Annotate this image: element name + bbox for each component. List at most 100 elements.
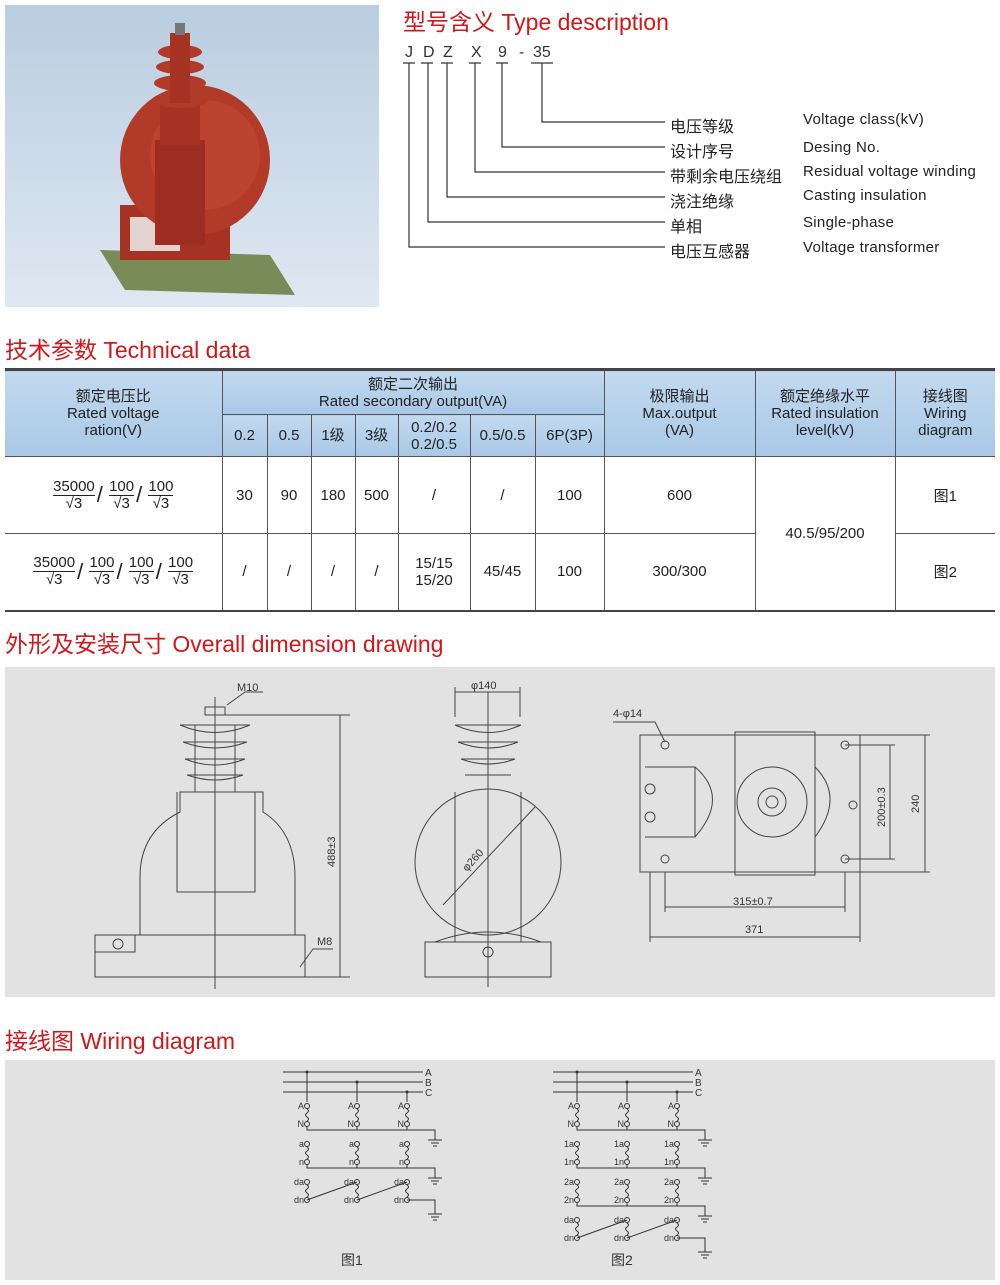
bus-label: A — [695, 1068, 702, 1079]
bus-label: B — [695, 1078, 702, 1089]
height-label: 488±3 — [326, 836, 338, 867]
terminal-label: dn — [394, 1195, 404, 1205]
value-cell: 100 — [534, 533, 605, 612]
max-output-cell: 600 — [603, 456, 756, 534]
terminal-label: a — [399, 1139, 404, 1149]
terminal-label: 1n — [614, 1157, 624, 1167]
terminal-label: a — [299, 1139, 304, 1149]
value-cell: / — [221, 533, 268, 612]
terminal-label: A — [668, 1101, 674, 1111]
class-header: 1级 — [310, 414, 356, 457]
terminal-label: A — [398, 1101, 404, 1111]
code-letter: D — [423, 44, 435, 61]
value-cell: 30 — [221, 456, 268, 534]
value-cell: / — [469, 456, 536, 534]
technical-data-title: 技术参数 Technical data — [5, 337, 251, 363]
fig2-caption: 图2 — [611, 1252, 633, 1268]
class-header: 0.5 — [266, 414, 312, 457]
dimension-drawing-panel: M10 M8 488±3 φ140 φ260 4-φ14 315±0.7 371… — [5, 667, 995, 997]
item-zh: 带剩余电压绕组 — [670, 169, 783, 186]
width-371-label: 371 — [745, 924, 763, 936]
holes-label: 4-φ14 — [613, 708, 642, 720]
terminal-label: N — [398, 1119, 405, 1129]
class-header: 3级 — [354, 414, 399, 457]
item-zh: 电压互感器 — [670, 244, 751, 261]
height-200-label: 200±0.3 — [876, 787, 888, 827]
terminal-label: A — [298, 1101, 304, 1111]
wiring-diagram-cell: 图2 — [894, 533, 995, 612]
terminal-label: 1n — [564, 1157, 574, 1167]
height-240-label: 240 — [910, 795, 922, 813]
terminal-label: N — [618, 1119, 625, 1129]
terminal-label: 1a — [664, 1139, 674, 1149]
terminal-label: 1a — [614, 1139, 624, 1149]
terminal-label: da — [564, 1215, 574, 1225]
wiring-fig2: ABCANANAN1a1n1a1n1a1n2a2n2a2n2a2ndadndad… — [553, 1068, 712, 1259]
class-header: 6P(3P) — [534, 414, 604, 457]
terminal-label: 2n — [614, 1195, 624, 1205]
fig1-caption: 图1 — [341, 1252, 363, 1268]
class-header: 0.2 — [222, 414, 268, 457]
type-code-leader-lines — [403, 62, 665, 248]
m10-label: M10 — [237, 682, 258, 694]
ground-icon — [428, 1213, 442, 1221]
bus-label: C — [695, 1088, 702, 1099]
terminal-label: N — [668, 1119, 675, 1129]
value-cell: 180 — [310, 456, 356, 534]
ground-icon — [698, 1177, 712, 1185]
d140-label: φ140 — [471, 680, 497, 692]
bus-label: C — [425, 1088, 432, 1099]
terminal-label: 1a — [564, 1139, 574, 1149]
table-row: 35000√3/ 100√3/ 100√3 30 90 180 500 / / … — [5, 456, 995, 612]
ground-icon — [698, 1139, 712, 1147]
terminal-label: N — [568, 1119, 575, 1129]
value-cell: 45/45 — [469, 533, 536, 612]
terminal-label: 2n — [564, 1195, 574, 1205]
code-letter: - — [519, 44, 525, 61]
dimension-title: 外形及安装尺寸 Overall dimension drawing — [5, 631, 444, 657]
terminal-label: A — [348, 1101, 354, 1111]
value-cell: 500 — [354, 456, 399, 534]
item-en: Single-phase — [803, 214, 895, 231]
max-output-cell: 300/300 — [603, 533, 756, 612]
terminal-label: da — [344, 1177, 354, 1187]
code-letter: Z — [443, 44, 453, 61]
width-315-label: 315±0.7 — [733, 896, 773, 908]
bus-label: A — [425, 1068, 432, 1079]
value-cell: 100 — [534, 456, 605, 534]
terminal-label: n — [349, 1157, 354, 1167]
terminal-label: da — [394, 1177, 404, 1187]
item-en: Casting insulation — [803, 187, 927, 204]
item-en: Residual voltage winding — [803, 163, 977, 180]
terminal-label: N — [348, 1119, 355, 1129]
terminal-label: da — [664, 1215, 674, 1225]
item-en: Desing No. — [803, 139, 881, 156]
m8-label: M8 — [317, 936, 332, 948]
ground-icon — [428, 1177, 442, 1185]
terminal-label: N — [298, 1119, 305, 1129]
item-zh: 电压等级 — [670, 119, 735, 136]
item-zh: 设计序号 — [670, 144, 735, 161]
terminal-label: 1n — [664, 1157, 674, 1167]
terminal-label: 2a — [614, 1177, 624, 1187]
item-en: Voltage transformer — [803, 239, 940, 256]
value-cell: / — [397, 456, 471, 534]
class-header: 0.5/0.5 — [469, 414, 536, 457]
product-photo — [5, 5, 379, 307]
item-en: Voltage class(kV) — [803, 111, 924, 128]
type-description-title: 型号含义 Type description — [403, 9, 669, 35]
code-letter: 9 — [498, 44, 507, 61]
terminal-label: dn — [614, 1233, 624, 1243]
table-row: 35000√3/ 100√3/ 100√3/ 100√3 / / / / 15/… — [5, 533, 995, 612]
value-cell: / — [354, 533, 399, 612]
value-cell: / — [310, 533, 356, 612]
